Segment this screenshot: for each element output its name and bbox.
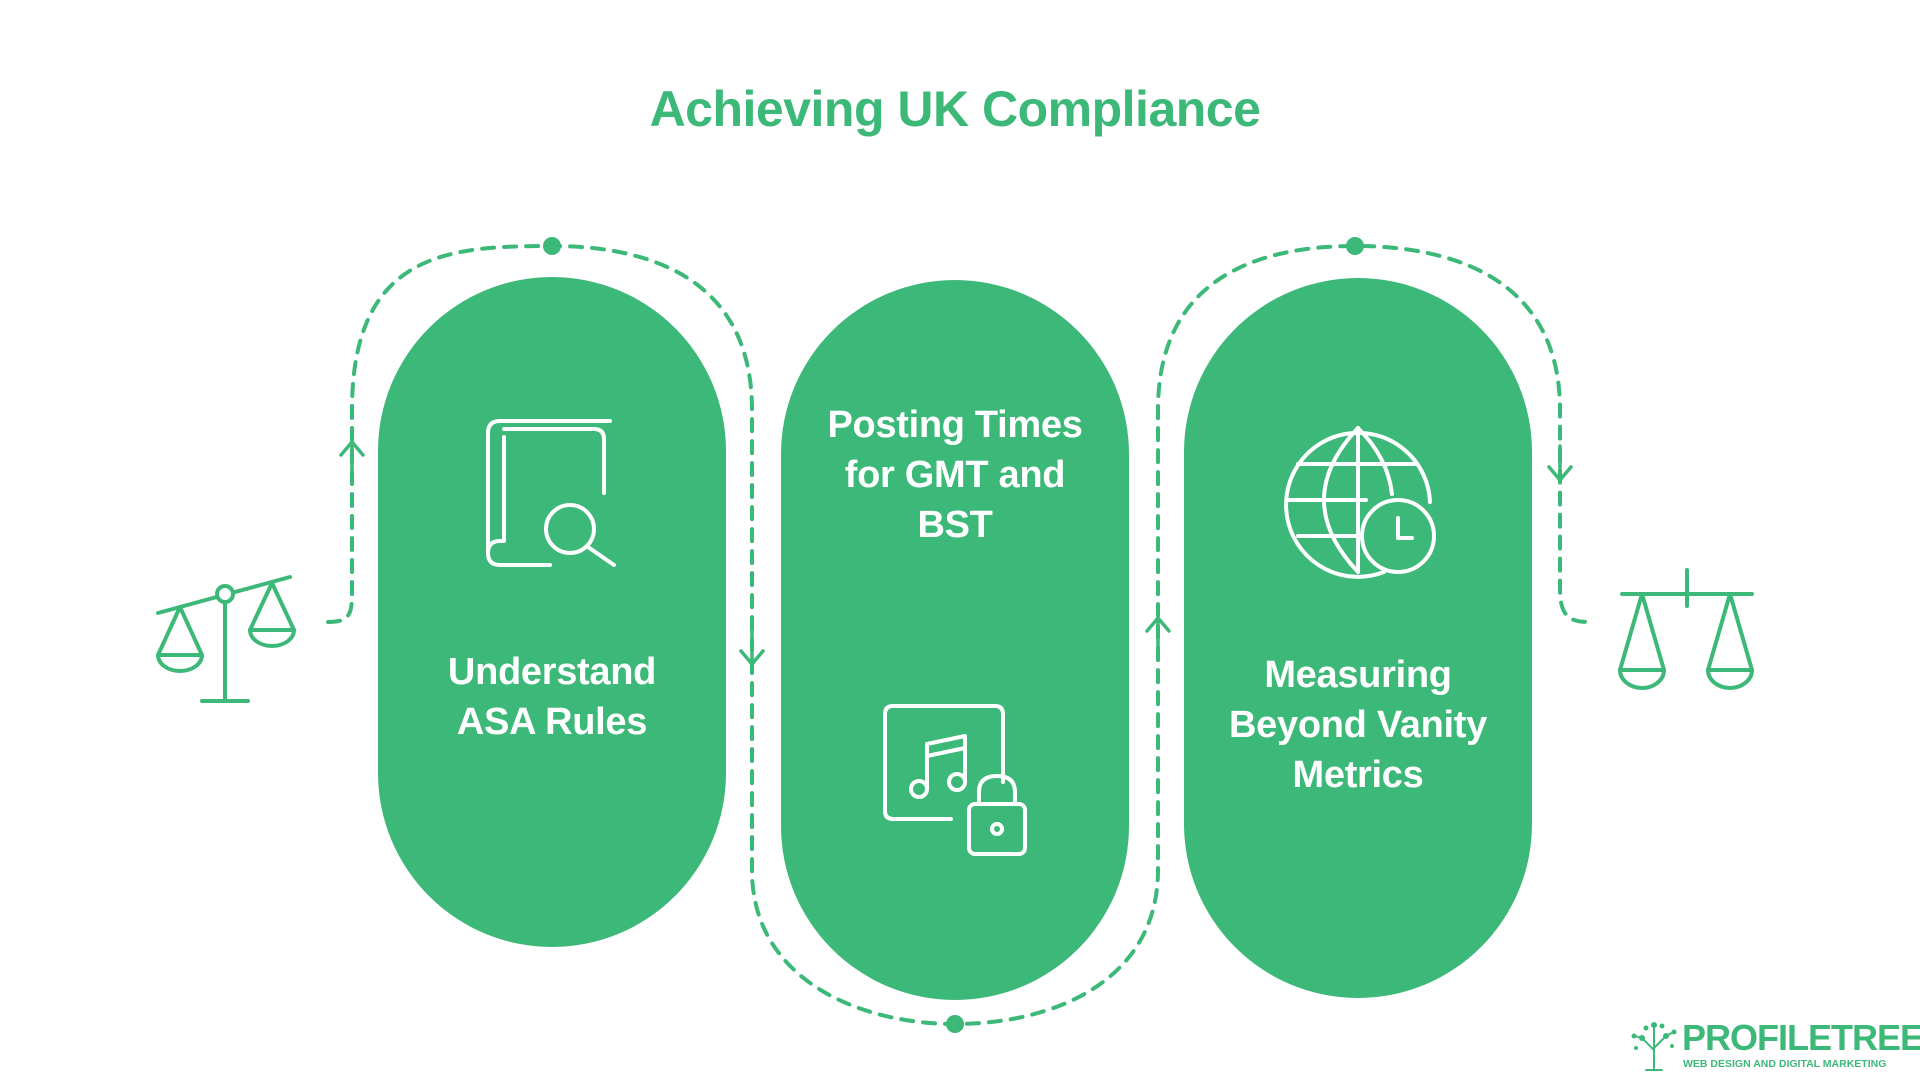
step-label-1: Understand ASA Rules bbox=[378, 647, 726, 747]
step-label-3-line-2: Beyond Vanity bbox=[1229, 704, 1487, 746]
tree-icon bbox=[1631, 1022, 1677, 1071]
step-card-1: Understand ASA Rules bbox=[378, 277, 726, 947]
balance-scale-icon bbox=[1618, 568, 1754, 690]
profiletree-logo: PROFILETREE WEB DESIGN AND DIGITAL MARKE… bbox=[1630, 1018, 1920, 1071]
step-label-2-line-3: BST bbox=[917, 504, 993, 546]
music-lock-icon bbox=[883, 704, 1027, 856]
book-search-icon bbox=[486, 419, 616, 567]
step-card-2: Posting Times for GMT and BST bbox=[781, 280, 1129, 1000]
logo-name: PROFILETREE bbox=[1682, 1017, 1920, 1058]
step-label-2-line-2: for GMT and bbox=[844, 454, 1066, 496]
step-label-1-line-2: ASA Rules bbox=[456, 701, 648, 743]
step-label-3-line-1: Measuring bbox=[1264, 654, 1452, 696]
step-label-3: Measuring Beyond Vanity Metrics bbox=[1184, 650, 1532, 800]
globe-clock-icon bbox=[1284, 426, 1436, 579]
step-label-1-line-1: Understand bbox=[447, 651, 657, 693]
balance-scale-tilted-icon bbox=[156, 575, 296, 703]
step-card-3: Measuring Beyond Vanity Metrics bbox=[1184, 278, 1532, 998]
step-label-2: Posting Times for GMT and BST bbox=[781, 400, 1129, 550]
step-label-3-line-3: Metrics bbox=[1292, 754, 1424, 796]
logo-tagline: WEB DESIGN AND DIGITAL MARKETING bbox=[1683, 1058, 1887, 1070]
step-label-2-line-1: Posting Times bbox=[827, 404, 1083, 446]
diagram-title: Achieving UK Compliance bbox=[649, 81, 1261, 137]
